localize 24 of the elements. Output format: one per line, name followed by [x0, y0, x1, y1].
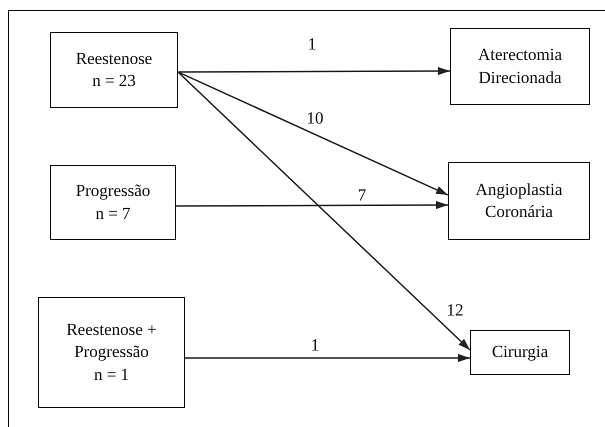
process-box: [50, 165, 176, 240]
process-box: [450, 28, 590, 105]
box-text: n = 1: [94, 364, 130, 386]
box-text: Reestenose: [76, 48, 152, 70]
arrow: [178, 67, 450, 76]
arrow: [177, 71, 471, 351]
arrow: [178, 71, 448, 196]
edge-label: 10: [306, 110, 324, 126]
box-text: Angioplastia Coronária: [474, 178, 564, 223]
box-text: Cirurgia: [492, 341, 548, 364]
process-box: [470, 330, 570, 375]
process-box: [448, 162, 590, 240]
box-text: Aterectomia Direcionada: [476, 44, 563, 88]
edge-label: 1: [310, 336, 320, 354]
edge-label: 1: [306, 36, 318, 52]
edge-label: 12: [446, 302, 464, 318]
arrow: [185, 354, 470, 362]
box-text: n = 7: [95, 202, 131, 224]
box-text: n = 23: [92, 70, 136, 92]
process-box: [50, 32, 178, 108]
arrow: [176, 201, 448, 210]
box-text: Progressão: [76, 180, 150, 202]
edge-label: 7: [356, 186, 368, 204]
process-box: [38, 297, 185, 408]
